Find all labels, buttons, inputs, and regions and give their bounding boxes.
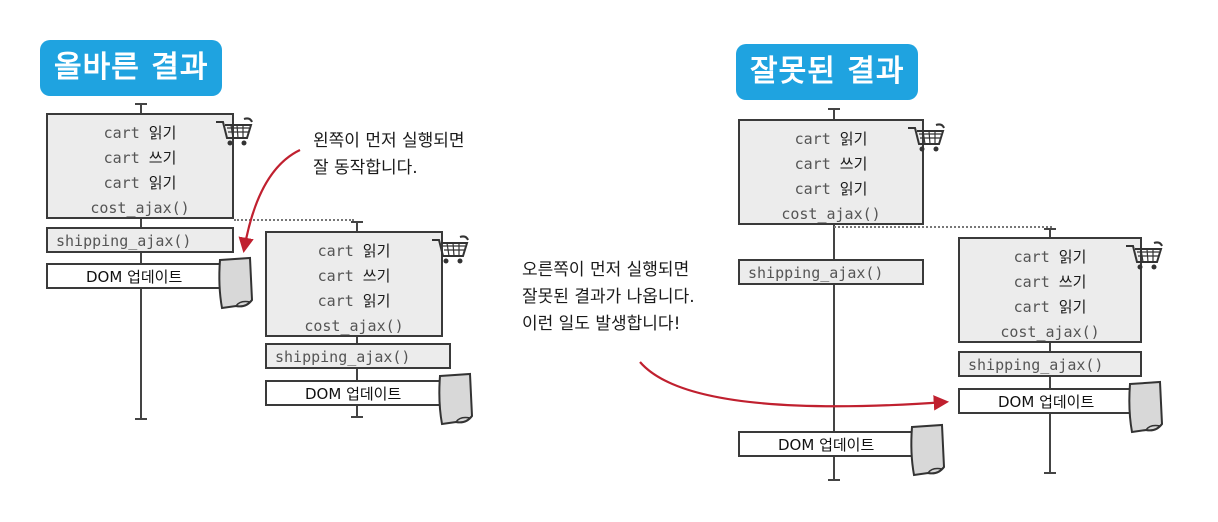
shipping-ajax-block: shipping_ajax() (46, 227, 234, 253)
shipping-ajax-block: shipping_ajax() (738, 259, 924, 285)
wrong-result-badge: 잘못된 결과 (736, 44, 919, 100)
curled-page-icon (1128, 380, 1164, 434)
correct-result-badge: 올바른 결과 (40, 40, 223, 96)
code-line: cart 읽기 (317, 292, 391, 310)
action-block: cart 읽기 cart 쓰기 cart 읽기 cost_ajax() (265, 231, 443, 337)
timeline-end-cap (1044, 472, 1056, 474)
annotation-arrow (238, 149, 301, 254)
timeline-line (833, 108, 835, 480)
timeline-end-cap (351, 416, 363, 418)
code-line: cart 읽기 (1013, 248, 1087, 266)
timeline-start-cap (135, 103, 147, 105)
sync-dotted-line (234, 219, 354, 221)
dom-update-block: DOM 업데이트 (46, 263, 234, 289)
correct-result-title: 올바른 결과 (54, 50, 209, 85)
curled-page-icon (218, 256, 254, 310)
curled-page-icon (910, 423, 946, 477)
shipping-ajax-block: shipping_ajax() (958, 351, 1142, 377)
dom-update-block: DOM 업데이트 (958, 388, 1146, 414)
shopping-cart-icon (1126, 241, 1163, 270)
timeline-line (1049, 228, 1051, 473)
code-line: cart 읽기 (1013, 298, 1087, 316)
code-line: cost_ajax() (781, 205, 881, 223)
sync-dotted-line (834, 226, 1052, 228)
timeline-line (140, 103, 142, 419)
code-line: cost_ajax() (304, 317, 404, 335)
code-line: cart 읽기 (103, 124, 177, 142)
code-line: cart 쓰기 (1013, 273, 1087, 291)
timeline-end-cap (828, 479, 840, 481)
timeline-start-cap (351, 221, 363, 223)
annotation-note: 왼쪽이 먼저 실행되면 잘 동작합니다. (313, 131, 465, 178)
annotation-note: 오른쪽이 먼저 실행되면 잘못된 결과가 나옵니다. 이런 일도 발생합니다! (522, 260, 695, 334)
code-line: cart 쓰기 (317, 267, 391, 285)
code-line: cost_ajax() (90, 199, 190, 217)
shipping-ajax-block: shipping_ajax() (265, 343, 451, 369)
dom-update-block: DOM 업데이트 (265, 380, 453, 406)
curled-page-icon (438, 372, 474, 426)
timeline-end-cap (135, 418, 147, 420)
code-line: cost_ajax() (1000, 323, 1100, 341)
dom-update-block: DOM 업데이트 (738, 431, 926, 457)
code-line: cart 쓰기 (103, 149, 177, 167)
shopping-cart-icon (908, 123, 945, 152)
code-line: cart 쓰기 (794, 155, 868, 173)
shopping-cart-icon (432, 235, 469, 264)
timeline-start-cap (1044, 228, 1056, 230)
action-block: cart 읽기 cart 쓰기 cart 읽기 cost_ajax() (46, 113, 234, 219)
action-block: cart 읽기 cart 쓰기 cart 읽기 cost_ajax() (738, 119, 924, 225)
code-line: cart 읽기 (103, 174, 177, 192)
code-line: cart 읽기 (794, 130, 868, 148)
shopping-cart-icon (216, 117, 253, 146)
timeline-start-cap (828, 108, 840, 110)
wrong-result-title: 잘못된 결과 (750, 54, 905, 89)
code-line: cart 읽기 (317, 242, 391, 260)
action-block: cart 읽기 cart 쓰기 cart 읽기 cost_ajax() (958, 237, 1142, 343)
code-line: cart 읽기 (794, 180, 868, 198)
annotation-arrow (639, 361, 950, 411)
